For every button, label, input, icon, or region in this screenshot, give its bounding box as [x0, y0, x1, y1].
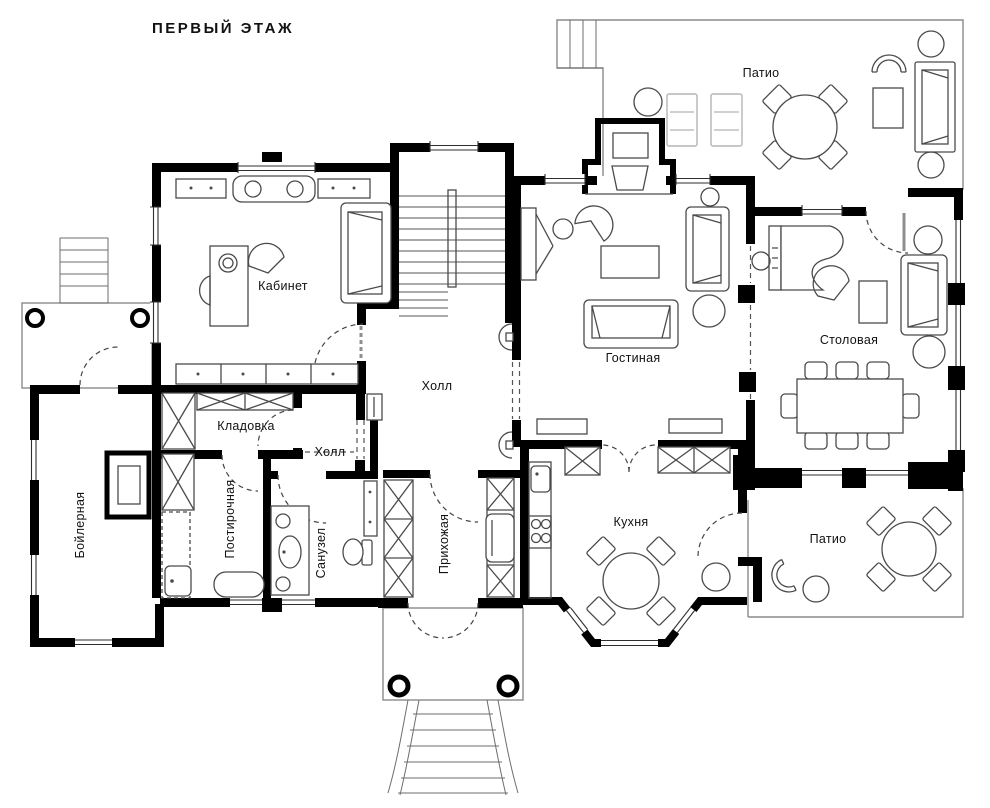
porch-column-icon: [130, 308, 150, 328]
counter-icon: [161, 511, 191, 599]
toilet-icon: [342, 538, 373, 566]
pillar-icons: [743, 290, 961, 465]
sink-icon: [164, 565, 192, 597]
patio-table-icon: [872, 87, 904, 129]
tv-icon: [520, 207, 537, 281]
label-entry: Прихожая: [437, 514, 451, 574]
sink-icon: [278, 535, 302, 569]
lounge-chairs-icon: [666, 93, 743, 147]
boiler-chimney-icon: [104, 450, 152, 520]
side-table-icon: [552, 218, 574, 240]
walls: [30, 143, 965, 647]
label-dining: Столовая: [820, 333, 878, 347]
patio-side-table-icon: [917, 30, 945, 58]
cabinet-row-icon: [175, 363, 359, 385]
label-hall-small: Холл: [315, 445, 346, 459]
sofa-icon: [900, 254, 948, 336]
piano-icon: [768, 225, 844, 291]
round-table-icon: [912, 335, 946, 369]
porch-column-icon: [387, 674, 411, 698]
bathroom-furniture: [270, 480, 378, 596]
fireplace-icon: [582, 118, 676, 195]
piano-chair-icon: [812, 265, 850, 301]
label-patio-top: Патио: [743, 66, 780, 80]
cabinet-icon: [363, 480, 378, 537]
label-kitchen: Кухня: [614, 515, 649, 529]
storage-furniture: [161, 392, 294, 450]
dining-table-set-icon: [780, 361, 920, 450]
front-steps-icon: [387, 699, 519, 796]
side-table-icon: [858, 280, 888, 324]
page-title: ПЕРВЫЙ ЭТАЖ: [152, 19, 294, 37]
desk-chair-icon: [199, 275, 211, 306]
desk-icon: [209, 245, 249, 327]
patio-table-set-icon: [762, 84, 848, 170]
patio-steps-icon: [557, 20, 603, 69]
bench-icon: [485, 513, 515, 563]
doors: [79, 210, 909, 639]
entry-furniture: [383, 477, 515, 598]
sofa-icon: [685, 206, 730, 292]
windows: [28, 141, 963, 649]
console-icon: [232, 175, 316, 203]
armchair-icon: [247, 242, 285, 274]
patio2-armchair-icon: [771, 558, 797, 593]
dining-furniture: [751, 225, 948, 450]
label-study: Кабинет: [258, 279, 308, 293]
staircase-icon: [399, 189, 505, 317]
kitchen-table-set-icon: [586, 536, 676, 626]
round-table-icon: [913, 225, 943, 255]
basin-icon: [213, 571, 265, 598]
porch-column-icon: [25, 308, 45, 328]
kitchen-furniture: [528, 446, 731, 626]
porch-column-icon: [496, 674, 520, 698]
patio-sofa-icon: [914, 61, 956, 153]
label-laundry: Постирочная: [223, 480, 237, 559]
laundry-furniture: [161, 453, 265, 599]
label-bathroom: Санузел: [314, 528, 328, 579]
porch-front: [382, 607, 524, 796]
side-table-icon: [751, 251, 771, 271]
patio-armchair-icon: [871, 54, 907, 73]
side-table-icon: [700, 187, 720, 207]
sink-icon: [530, 465, 551, 493]
armchair-icon: [574, 205, 614, 242]
label-boiler: Бойлерная: [73, 492, 87, 559]
porch-left: [21, 237, 153, 389]
sconce-icon: [498, 431, 513, 459]
labels: ПЕРВЫЙ ЭТАЖ Кабинет Холл Холл Гостиная С…: [73, 19, 878, 578]
bench-icon: [668, 418, 723, 434]
patio2-side-table-icon: [802, 575, 830, 603]
label-hall-main: Холл: [422, 379, 453, 393]
coffee-table-icon: [600, 245, 660, 279]
patio-plant-icon: [633, 87, 663, 117]
label-living: Гостиная: [606, 351, 661, 365]
label-patio-bottom: Патио: [810, 532, 847, 546]
label-storage: Кладовка: [217, 419, 275, 433]
stove-icon: [528, 515, 552, 549]
living-furniture: [520, 187, 730, 435]
patio-plant2-icon: [917, 151, 945, 179]
patio-top: [556, 19, 964, 190]
plant-icon: [701, 562, 731, 592]
patio-bottom: [747, 488, 964, 618]
study-furniture: [175, 175, 392, 385]
bench-icon: [536, 418, 588, 435]
hall-furniture: [366, 323, 514, 459]
sofa-icon: [340, 202, 392, 304]
round-table-icon: [692, 294, 726, 328]
sofa-icon: [583, 299, 679, 349]
sconce-icon: [498, 323, 513, 351]
patio2-table-set-icon: [866, 506, 952, 592]
